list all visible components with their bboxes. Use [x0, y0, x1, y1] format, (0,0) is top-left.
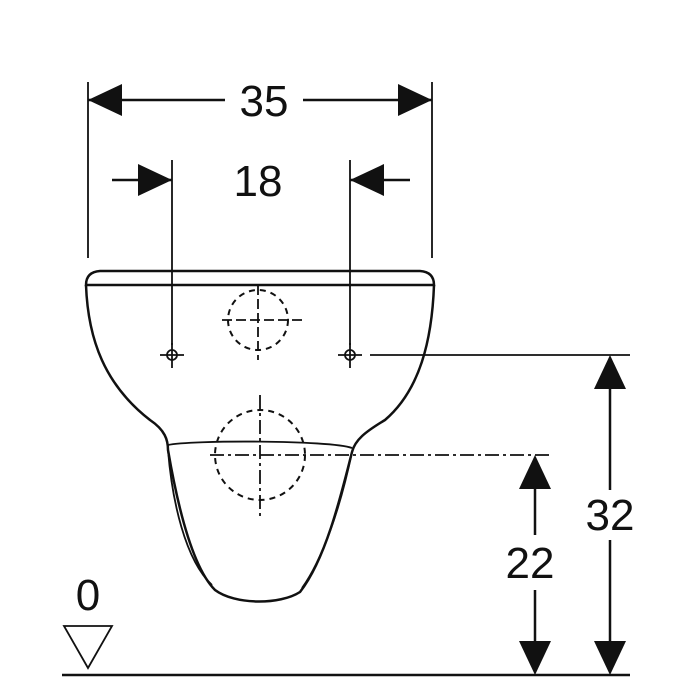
label-0: 0: [76, 571, 100, 620]
label-22: 22: [506, 539, 555, 588]
dimension-width-35: 35: [87, 77, 433, 258]
label-18: 18: [234, 157, 283, 206]
dimension-height-32: 32: [586, 355, 635, 675]
water-inlet-marker: [222, 285, 302, 360]
fixing-point-left: [160, 343, 184, 368]
label-32: 32: [586, 491, 635, 540]
fixing-point-right: [338, 343, 630, 368]
wc-outline: [84, 269, 436, 603]
label-35: 35: [240, 77, 289, 126]
outlet-marker: [210, 395, 550, 520]
dimension-height-22: 22: [506, 455, 555, 675]
floor-level-marker: 0: [62, 571, 630, 677]
dimension-spacing-18: 18: [112, 157, 410, 345]
